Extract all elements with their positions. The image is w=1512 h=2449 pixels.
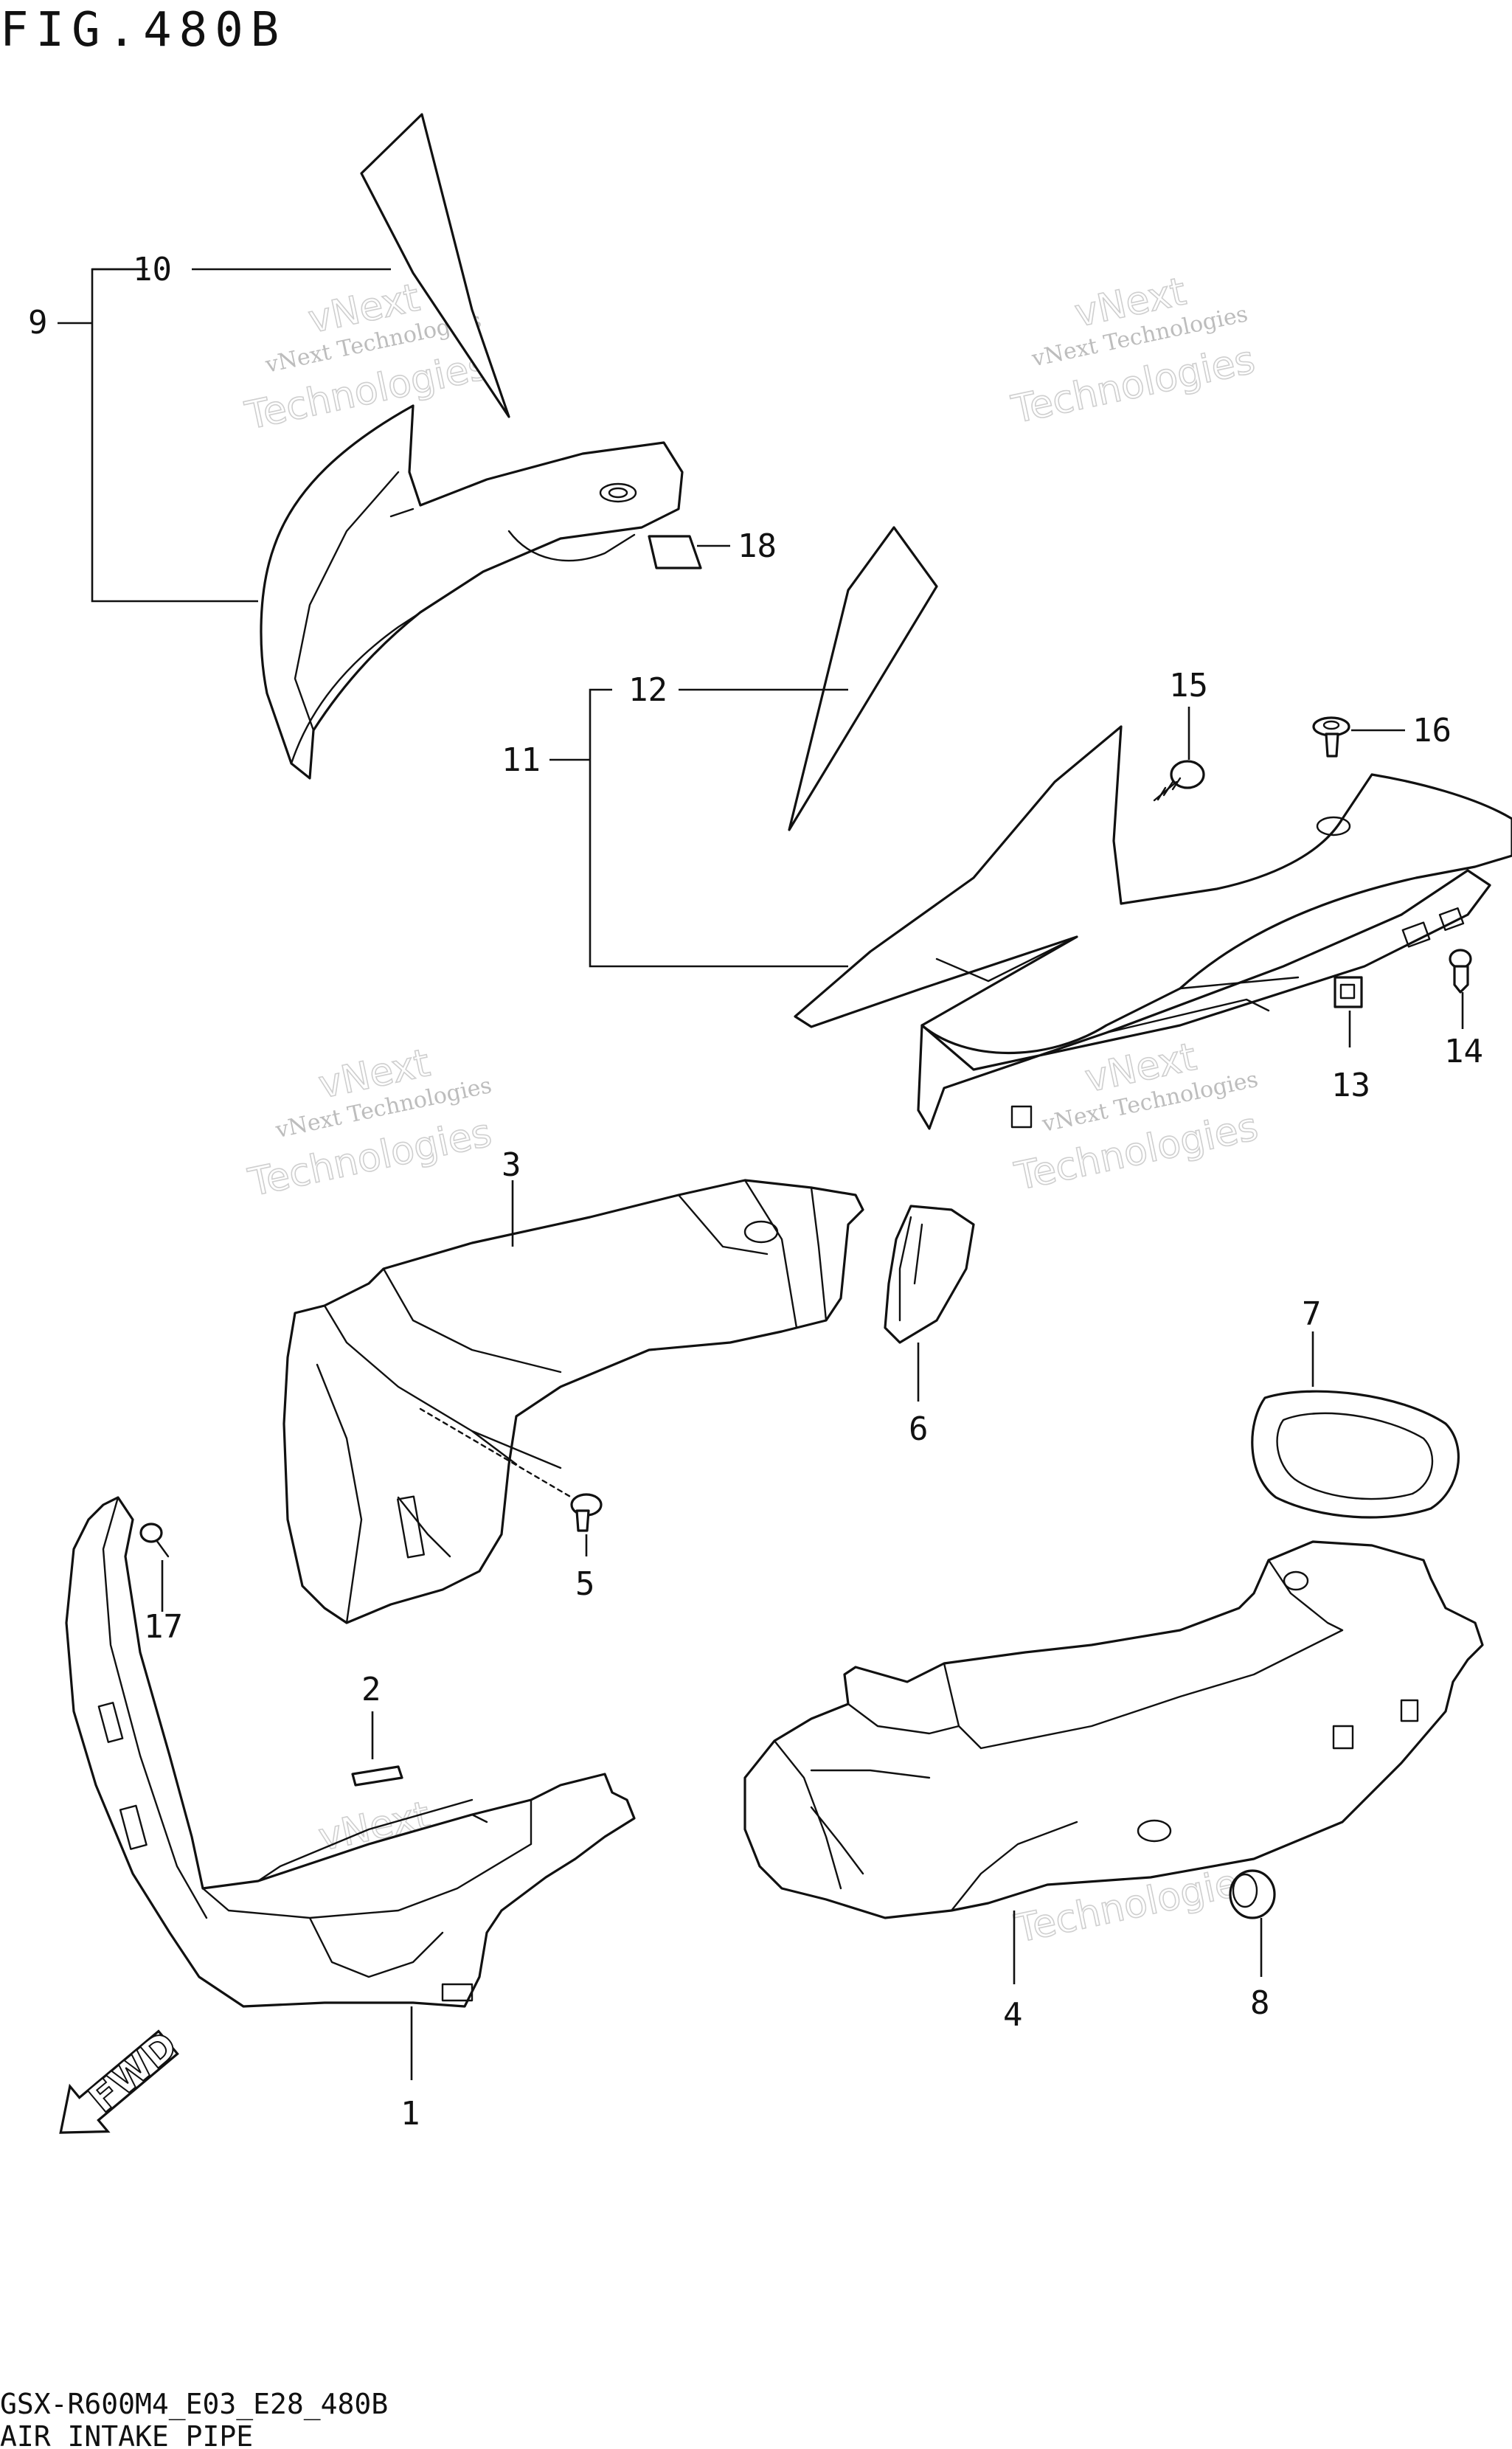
part-10-stripe-left bbox=[360, 113, 510, 418]
part-1-lower-duct bbox=[65, 1496, 636, 2008]
callout-9: 9 bbox=[28, 304, 48, 342]
part-9-cover-body bbox=[260, 404, 684, 780]
callout-11: 11 bbox=[502, 741, 541, 779]
part-3-detail bbox=[316, 1179, 828, 1624]
part-13-face bbox=[1339, 983, 1356, 1000]
part-7-outer bbox=[1251, 1390, 1460, 1519]
part-9-cover-left bbox=[260, 113, 702, 780]
callout-1: 1 bbox=[400, 2095, 420, 2133]
callout-3: 3 bbox=[502, 1146, 521, 1184]
part-16-clip bbox=[1312, 716, 1350, 758]
part-15-head bbox=[1170, 760, 1205, 789]
part-16-inner bbox=[1322, 720, 1340, 730]
part-11-slot bbox=[1438, 907, 1465, 931]
fwd-arrow-shape bbox=[59, 2029, 179, 2134]
callout-2: 2 bbox=[361, 1671, 381, 1708]
part-7-inner bbox=[1276, 1412, 1434, 1500]
callout-8: 8 bbox=[1250, 1984, 1270, 2022]
part-15-shaft bbox=[1153, 780, 1178, 802]
callout-6: 6 bbox=[909, 1410, 929, 1448]
callout-16: 16 bbox=[1412, 712, 1452, 749]
part-16-pin bbox=[1325, 732, 1339, 758]
part-6-body bbox=[884, 1205, 975, 1344]
leader-5-dash bbox=[419, 1407, 573, 1499]
bracket-9-10 bbox=[91, 268, 258, 603]
part-9-cover-detail bbox=[290, 471, 636, 765]
part-3-tab bbox=[397, 1495, 425, 1559]
part-11-cover-body bbox=[794, 725, 1512, 1054]
part-9-mount-hole bbox=[599, 482, 637, 503]
bracket-11-12 bbox=[589, 688, 848, 968]
part-1-slot bbox=[119, 1804, 148, 1850]
part-14-pin bbox=[1453, 965, 1469, 994]
callout-4: 4 bbox=[1003, 1996, 1023, 2034]
part-8-grommet bbox=[1229, 1869, 1276, 1919]
part-5-pin bbox=[575, 1509, 590, 1532]
part-6-detail bbox=[898, 1216, 923, 1322]
part-1-slot bbox=[97, 1702, 124, 1743]
part-13-body bbox=[1334, 976, 1363, 1008]
callout-15: 15 bbox=[1169, 667, 1208, 704]
part-8-face bbox=[1232, 1873, 1258, 1908]
part-11-cover-right bbox=[788, 526, 1512, 1130]
callout-10: 10 bbox=[133, 251, 172, 288]
part-12-stripe-right bbox=[788, 526, 938, 831]
fwd-arrow-icon: FWD bbox=[59, 2023, 187, 2134]
part-14-clip bbox=[1449, 949, 1472, 994]
part-15-screw bbox=[1153, 760, 1205, 802]
callout-5: 5 bbox=[575, 1565, 595, 1603]
part-13-nut bbox=[1334, 976, 1363, 1008]
part-5-clip bbox=[570, 1493, 603, 1532]
part-15-thread bbox=[1156, 777, 1182, 801]
part-3-mount-hole bbox=[743, 1220, 779, 1244]
part-4-large-duct bbox=[743, 1540, 1484, 1919]
part-2-label bbox=[351, 1765, 403, 1787]
part-4-tab bbox=[1400, 1699, 1419, 1722]
part-17-screw bbox=[139, 1523, 170, 1558]
part-3-body bbox=[282, 1179, 864, 1624]
callout-14: 14 bbox=[1444, 1033, 1483, 1070]
callout-13: 13 bbox=[1331, 1067, 1370, 1104]
part-9-mount-hole-inner bbox=[608, 487, 628, 499]
part-3-intake-duct bbox=[282, 1179, 864, 1624]
part-1-detail bbox=[102, 1496, 533, 1978]
part-11-tab bbox=[1010, 1105, 1033, 1129]
watermark-group-3: vNext Technologies vNext Technologies bbox=[244, 1040, 496, 1206]
model-code: GSX-R600M4_E03_E28_480B bbox=[0, 2388, 388, 2421]
part-11-slot bbox=[1401, 921, 1431, 948]
part-4-mount-hole bbox=[1137, 1819, 1172, 1843]
fwd-label: FWD bbox=[81, 2023, 187, 2121]
part-7-ring bbox=[1251, 1390, 1460, 1519]
part-11-mount-hole bbox=[1316, 816, 1351, 836]
part-11-cover-detail bbox=[935, 935, 1300, 1034]
section-name: AIR INTAKE PIPE bbox=[0, 2420, 253, 2449]
part-6-seal bbox=[884, 1205, 975, 1344]
part-18-label bbox=[648, 535, 702, 569]
callout-7: 7 bbox=[1302, 1295, 1322, 1333]
part-11-cover-lower bbox=[917, 869, 1491, 1130]
part-1-body bbox=[65, 1496, 636, 2008]
part-4-mount-hole bbox=[1283, 1570, 1309, 1591]
part-17-head bbox=[139, 1523, 163, 1543]
part-17-shaft bbox=[155, 1539, 170, 1558]
part-4-body bbox=[743, 1540, 1484, 1919]
callout-18: 18 bbox=[738, 527, 777, 565]
figure-title: FIG.480B bbox=[0, 3, 286, 58]
callout-17: 17 bbox=[144, 1608, 183, 1646]
part-4-tab bbox=[1332, 1725, 1354, 1750]
part-4-detail bbox=[773, 1559, 1344, 1912]
callout-12: 12 bbox=[628, 671, 667, 709]
watermark-group-2: vNext Technologies vNext Technologies bbox=[1008, 269, 1260, 434]
part-1-tab bbox=[441, 1983, 474, 2002]
